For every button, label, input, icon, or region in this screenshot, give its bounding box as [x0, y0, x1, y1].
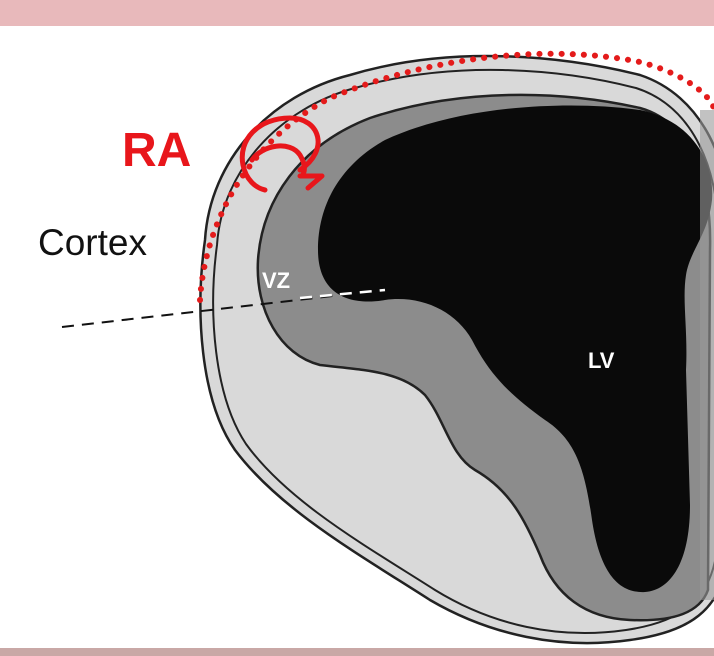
cortex-label: Cortex — [38, 222, 147, 263]
vz-label: VZ — [262, 268, 290, 293]
lv-label: LV — [588, 348, 615, 373]
ra-label: RA — [122, 124, 191, 177]
right-edge-band — [700, 110, 714, 600]
